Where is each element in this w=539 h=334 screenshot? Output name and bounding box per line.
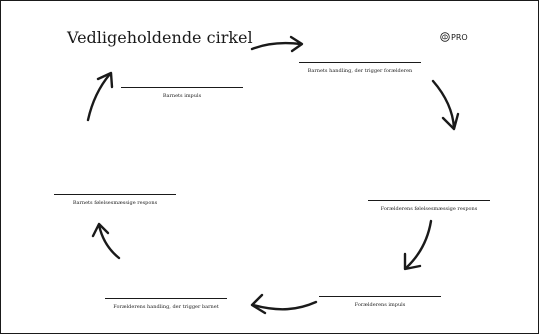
cycle-step-label: Forælderens følelsesmæssige respons	[380, 206, 478, 212]
brand-logo-text: PRO	[451, 32, 468, 42]
fill-in-line	[121, 87, 243, 88]
fill-in-line	[54, 194, 176, 195]
cycle-step-parent-impulse: Forælderens impuls	[319, 296, 441, 308]
cycle-step-label: Forælderens handling, der trigger barnet	[113, 304, 219, 310]
arrow-left-icon	[250, 293, 318, 315]
page-title: Vedligeholdende cirkel	[67, 28, 253, 47]
fill-in-line	[319, 296, 441, 297]
fill-in-line	[299, 62, 421, 63]
cycle-step-child-impulse: Barnets impuls	[121, 87, 243, 99]
arrow-right-icon	[250, 35, 304, 53]
cycle-step-child-action: Barnets handling, der trigger forælderen	[299, 62, 421, 74]
cycle-step-label: Barnets impuls	[162, 93, 202, 99]
brand-logo: PRO	[440, 32, 468, 42]
arrow-up-right-icon	[86, 71, 114, 122]
cycle-step-label: Forælderens impuls	[354, 302, 406, 308]
fill-in-line	[368, 200, 490, 201]
brain-circle-icon	[440, 32, 451, 42]
cycle-step-child-emotional-response: Barnets følelsesmæssige respons	[54, 194, 176, 206]
cycle-step-label: Barnets handling, der trigger forælderen	[307, 68, 413, 74]
arrow-down-left-icon	[403, 219, 433, 271]
cycle-step-label: Barnets følelsesmæssige respons	[72, 200, 158, 206]
fill-in-line	[105, 298, 227, 299]
cycle-step-parent-action: Forælderens handling, der trigger barnet	[105, 298, 227, 310]
cycle-step-parent-emotional-response: Forælderens følelsesmæssige respons	[368, 200, 490, 212]
arrow-up-left-icon	[91, 222, 121, 260]
arrow-down-right-icon	[431, 79, 460, 131]
